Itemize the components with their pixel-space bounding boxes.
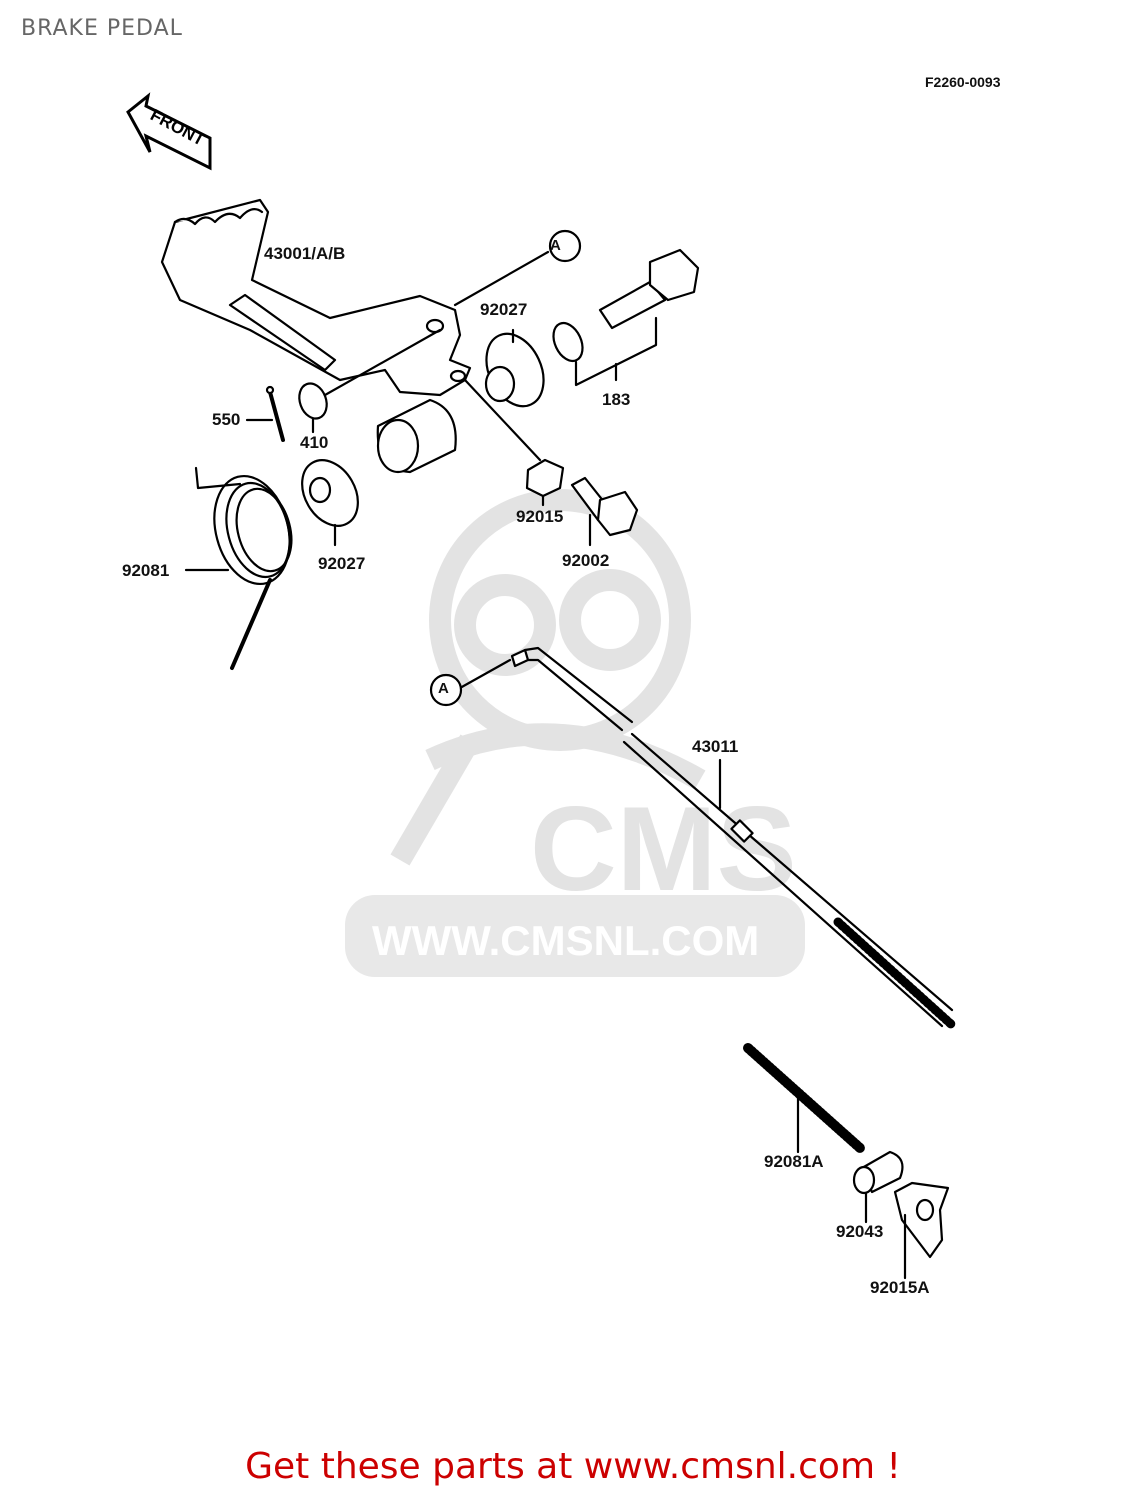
part-label-92043[interactable]: 92043	[836, 1222, 884, 1241]
watermark-banner	[345, 895, 805, 977]
watermark-url: WWW.CMSNL.COM	[372, 917, 759, 964]
watermark-brand: CMS	[530, 782, 797, 916]
footer-promo-link[interactable]: Get these parts at www.cmsnl.com !	[245, 1446, 901, 1487]
part-label-92015[interactable]: 92015	[516, 507, 564, 526]
reference-marker-a-rod	[429, 673, 463, 707]
part-label-92081[interactable]: 92081	[122, 561, 170, 580]
part-label-183[interactable]: 183	[602, 390, 631, 409]
torsion-spring-part	[194, 466, 293, 670]
washer-410-part	[298, 382, 328, 420]
part-label-92081a[interactable]: 92081A	[764, 1152, 824, 1171]
brake-rod-part	[510, 646, 957, 1030]
coil-spring-part	[743, 1043, 865, 1153]
part-label-550[interactable]: 550	[212, 410, 241, 429]
part-label-92015a[interactable]: 92015A	[870, 1278, 930, 1297]
cotter-pin-part	[265, 385, 285, 442]
bushing-upper-part	[484, 332, 545, 408]
bolt-92002-part	[570, 476, 639, 537]
part-label-43011[interactable]: 43011	[692, 737, 739, 756]
page-title: BRAKE PEDAL	[21, 16, 183, 41]
diagram-code: F2260-0093	[925, 74, 1001, 90]
reference-marker-a-rod-label: A	[438, 680, 449, 697]
reference-marker-a-top	[548, 229, 582, 263]
part-label-410[interactable]: 410	[300, 433, 329, 452]
pin-92043-part	[852, 1150, 904, 1195]
part-label-43001[interactable]: 43001/A/B	[264, 244, 346, 263]
brake-pedal-part	[160, 198, 472, 474]
part-label-92027-upper[interactable]: 92027	[480, 300, 528, 319]
reference-marker-a-label: A	[550, 237, 561, 254]
nut-92015-part	[525, 458, 565, 498]
watermark-logo	[390, 489, 706, 866]
part-label-92027-lower[interactable]: 92027	[318, 554, 366, 573]
bolt-183-part	[552, 248, 700, 363]
adjusting-nut-part	[893, 1181, 950, 1259]
part-label-92002[interactable]: 92002	[562, 551, 610, 570]
bushing-lower-part	[301, 459, 359, 527]
front-arrow-icon	[126, 92, 212, 171]
